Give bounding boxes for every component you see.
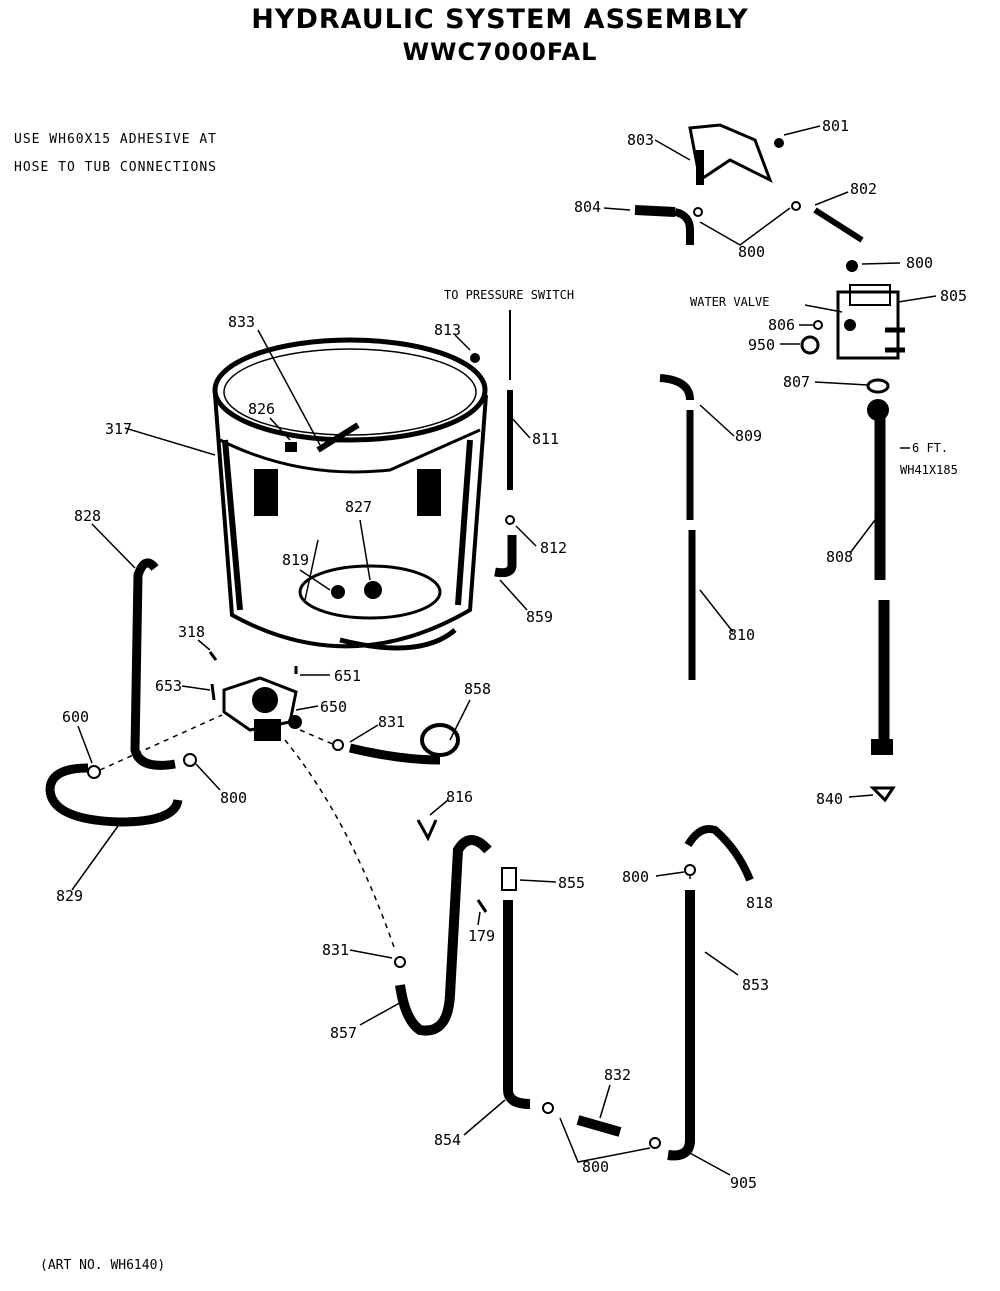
clamp-part-800-lower-left — [542, 1102, 554, 1114]
part-826-shape — [285, 442, 297, 452]
part-label-831b: 831 — [322, 941, 349, 959]
hose-part-857 — [395, 835, 492, 1036]
connector-part-832 — [576, 1115, 622, 1137]
water-valve-note: WATER VALVE — [690, 295, 769, 309]
part-label-813: 813 — [434, 321, 461, 339]
tub-part-317 — [212, 337, 488, 651]
clamp-part-831-lower — [394, 956, 406, 968]
part-label-859: 859 — [526, 608, 553, 626]
part-653-shape — [210, 683, 216, 701]
part-801-screw — [774, 138, 784, 148]
part-label-833: 833 — [228, 313, 255, 331]
clamp-part-831 — [332, 739, 344, 751]
part-label-828: 828 — [74, 507, 101, 525]
hose-length-note: 6 FT. — [912, 441, 948, 455]
part-label-857: 857 — [330, 1024, 357, 1042]
part-label-826: 826 — [248, 400, 275, 418]
part-label-179: 179 — [468, 927, 495, 945]
clamp-part-600 — [87, 765, 101, 779]
part-179-shape — [476, 899, 488, 913]
part-label-800d: 800 — [622, 868, 649, 886]
part-label-805: 805 — [940, 287, 967, 305]
part-806-shape — [813, 320, 823, 330]
part-807-washer — [866, 378, 890, 394]
part-label-858: 858 — [464, 680, 491, 698]
adhesive-note-line1: USE WH60X15 ADHESIVE AT — [14, 132, 218, 147]
part-labels: 801 802 803 804 800 800 805 806 950 807 … — [56, 117, 967, 1192]
hose-part-854 — [503, 900, 531, 1109]
part-label-812: 812 — [540, 539, 567, 557]
art-number: (ART NO. WH6140) — [40, 1258, 166, 1273]
part-802-screw — [813, 207, 864, 243]
part-label-802: 802 — [850, 180, 877, 198]
part-label-831a: 831 — [378, 713, 405, 731]
part-855-shape — [501, 867, 517, 891]
part-label-800a: 800 — [738, 243, 765, 261]
part-label-818: 818 — [746, 894, 773, 912]
part-label-650: 650 — [320, 698, 347, 716]
part-label-950: 950 — [748, 336, 775, 354]
clamp-part-800-right — [684, 864, 696, 876]
part-label-840: 840 — [816, 790, 843, 808]
part-label-809: 809 — [735, 427, 762, 445]
part-label-804: 804 — [574, 198, 601, 216]
diagram-title: HYDRAULIC SYSTEM ASSEMBLY — [251, 4, 749, 35]
hose-part-809 — [659, 374, 694, 401]
part-label-854: 854 — [434, 1131, 461, 1149]
hose-part-829 — [45, 763, 183, 827]
pump-part-650 — [222, 676, 302, 741]
hose-part-859 — [494, 535, 517, 578]
part-label-855: 855 — [558, 874, 585, 892]
part-label-816: 816 — [446, 788, 473, 806]
adhesive-note-line2: HOSE TO TUB CONNECTIONS — [14, 160, 218, 175]
hose-part-note: WH41X185 — [900, 463, 958, 477]
part-318-shape — [208, 651, 218, 661]
part-label-832: 832 — [604, 1066, 631, 1084]
part-840-shape — [869, 786, 896, 803]
part-label-808: 808 — [826, 548, 853, 566]
hose-part-818 — [684, 825, 754, 882]
part-label-651: 651 — [334, 667, 361, 685]
part-label-653: 653 — [155, 677, 182, 695]
hose-part-828 — [130, 558, 176, 770]
pressure-switch-note: TO PRESSURE SWITCH — [444, 288, 574, 302]
part-950-shape — [800, 335, 820, 355]
part-label-806: 806 — [768, 316, 795, 334]
part-label-800e: 800 — [582, 1158, 609, 1176]
clamp-part-800-left — [183, 753, 197, 767]
part-804-hose — [634, 205, 676, 217]
part-label-905: 905 — [730, 1174, 757, 1192]
clamp-part-800-lower-right — [649, 1137, 661, 1149]
part-label-811: 811 — [532, 430, 559, 448]
part-label-801: 801 — [822, 117, 849, 135]
part-816-shape — [416, 819, 438, 842]
part-label-829: 829 — [56, 887, 83, 905]
part-label-819: 819 — [282, 551, 309, 569]
part-label-803: 803 — [627, 131, 654, 149]
part-label-318: 318 — [178, 623, 205, 641]
model-number: WWC7000FAL — [402, 38, 598, 66]
water-valve-part-805 — [836, 284, 905, 360]
part-858-shape — [420, 723, 460, 757]
part-label-800c: 800 — [220, 789, 247, 807]
part-label-600: 600 — [62, 708, 89, 726]
part-label-317: 317 — [105, 420, 132, 438]
part-label-827: 827 — [345, 498, 372, 516]
hose-part-831 — [348, 743, 441, 765]
part-label-810: 810 — [728, 626, 755, 644]
part-800-washer-top — [846, 260, 858, 272]
part-label-800b: 800 — [906, 254, 933, 272]
part-label-807: 807 — [783, 373, 810, 391]
part-label-853: 853 — [742, 976, 769, 994]
part-833-shape — [316, 422, 360, 453]
part-813-shape — [470, 353, 480, 363]
hose-part-853 — [667, 890, 695, 1161]
